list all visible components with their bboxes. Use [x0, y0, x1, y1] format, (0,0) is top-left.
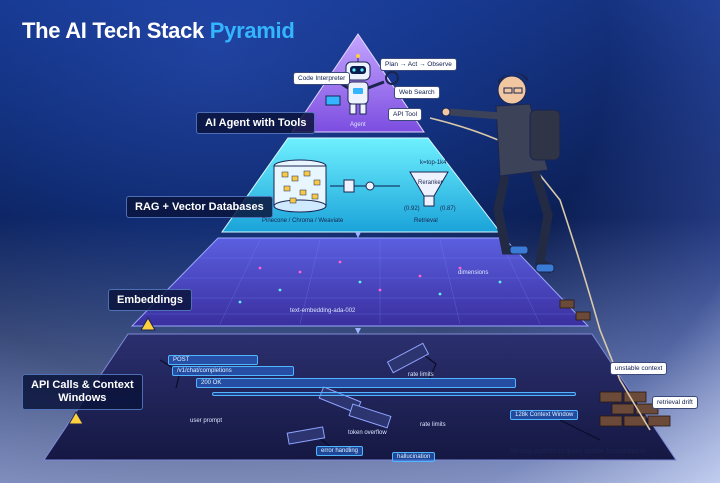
tool-web-search: Web Search [394, 86, 440, 99]
embedding-model-label: text-embedding-ada-002 [290, 308, 356, 314]
layer-label-api-line1: API Calls & Context [31, 379, 134, 391]
layer-label-agent: AI Agent with Tools [196, 112, 316, 134]
vector-points [258, 260, 462, 292]
fallen-bricks [286, 342, 430, 445]
agent-label: Agent [350, 122, 366, 128]
laptop-icon [325, 95, 341, 106]
node-icon [365, 181, 375, 191]
warning-icon [68, 317, 156, 425]
crumbling-bricks [559, 299, 671, 427]
tool-api: API Tool [388, 108, 423, 121]
climber-figure [429, 72, 651, 431]
title-accent: Pyramid [209, 18, 295, 43]
score-right: (0.87) [440, 206, 456, 212]
tool-plan-act-observe: Plan → Act → Observe [380, 58, 457, 71]
score-left: (0.92) [404, 206, 420, 212]
layer-label-rag: RAG + Vector Databases [126, 196, 273, 218]
page-title: The AI Tech Stack Pyramid [22, 18, 295, 44]
layer-label-api-line2: Windows [58, 392, 107, 404]
embedding-side-label: dimensions [458, 270, 489, 276]
api-method: POST [168, 355, 258, 365]
api-endpoint: /v1/chat/completions [172, 366, 294, 376]
retrieval-label: Retrieval [414, 218, 438, 224]
fallback-label-2: hallucination [392, 452, 436, 462]
crack-label-2: retrieval drift [652, 396, 698, 409]
crack-label-1: unstable context [610, 362, 668, 375]
rate-limits-label: rate limits [408, 372, 434, 378]
funnel-label: Reranker [418, 180, 443, 186]
magnifier-icon [385, 71, 399, 85]
context-stream-bar [212, 392, 576, 396]
footer-tagline: Strong agents require stable foundations [510, 446, 646, 455]
title-main: The AI Tech Stack [22, 18, 204, 43]
layer-label-embeddings: Embeddings [108, 289, 193, 311]
rate-limits-label-2: rate limits [420, 422, 446, 428]
api-status: 200 OK [196, 378, 516, 388]
topk-label: k=top-1k4 [420, 160, 447, 166]
vector-db-caption: Pinecone / Chroma / Weaviate [262, 218, 344, 224]
tool-code-interpreter: Code Interpreter [293, 72, 351, 85]
chunk-icon [343, 179, 355, 193]
layer-arrows [355, 232, 361, 334]
embedding-grid [145, 239, 578, 325]
context-window: 128k Context Window [510, 410, 579, 420]
layer-label-api: API Calls & Context Windows [22, 374, 143, 410]
user-prompt-label: user prompt [190, 418, 223, 424]
fallback-label-1: error handling [316, 446, 364, 456]
token-overflow-label: token overflow [348, 430, 387, 436]
robot-icon [335, 54, 385, 115]
